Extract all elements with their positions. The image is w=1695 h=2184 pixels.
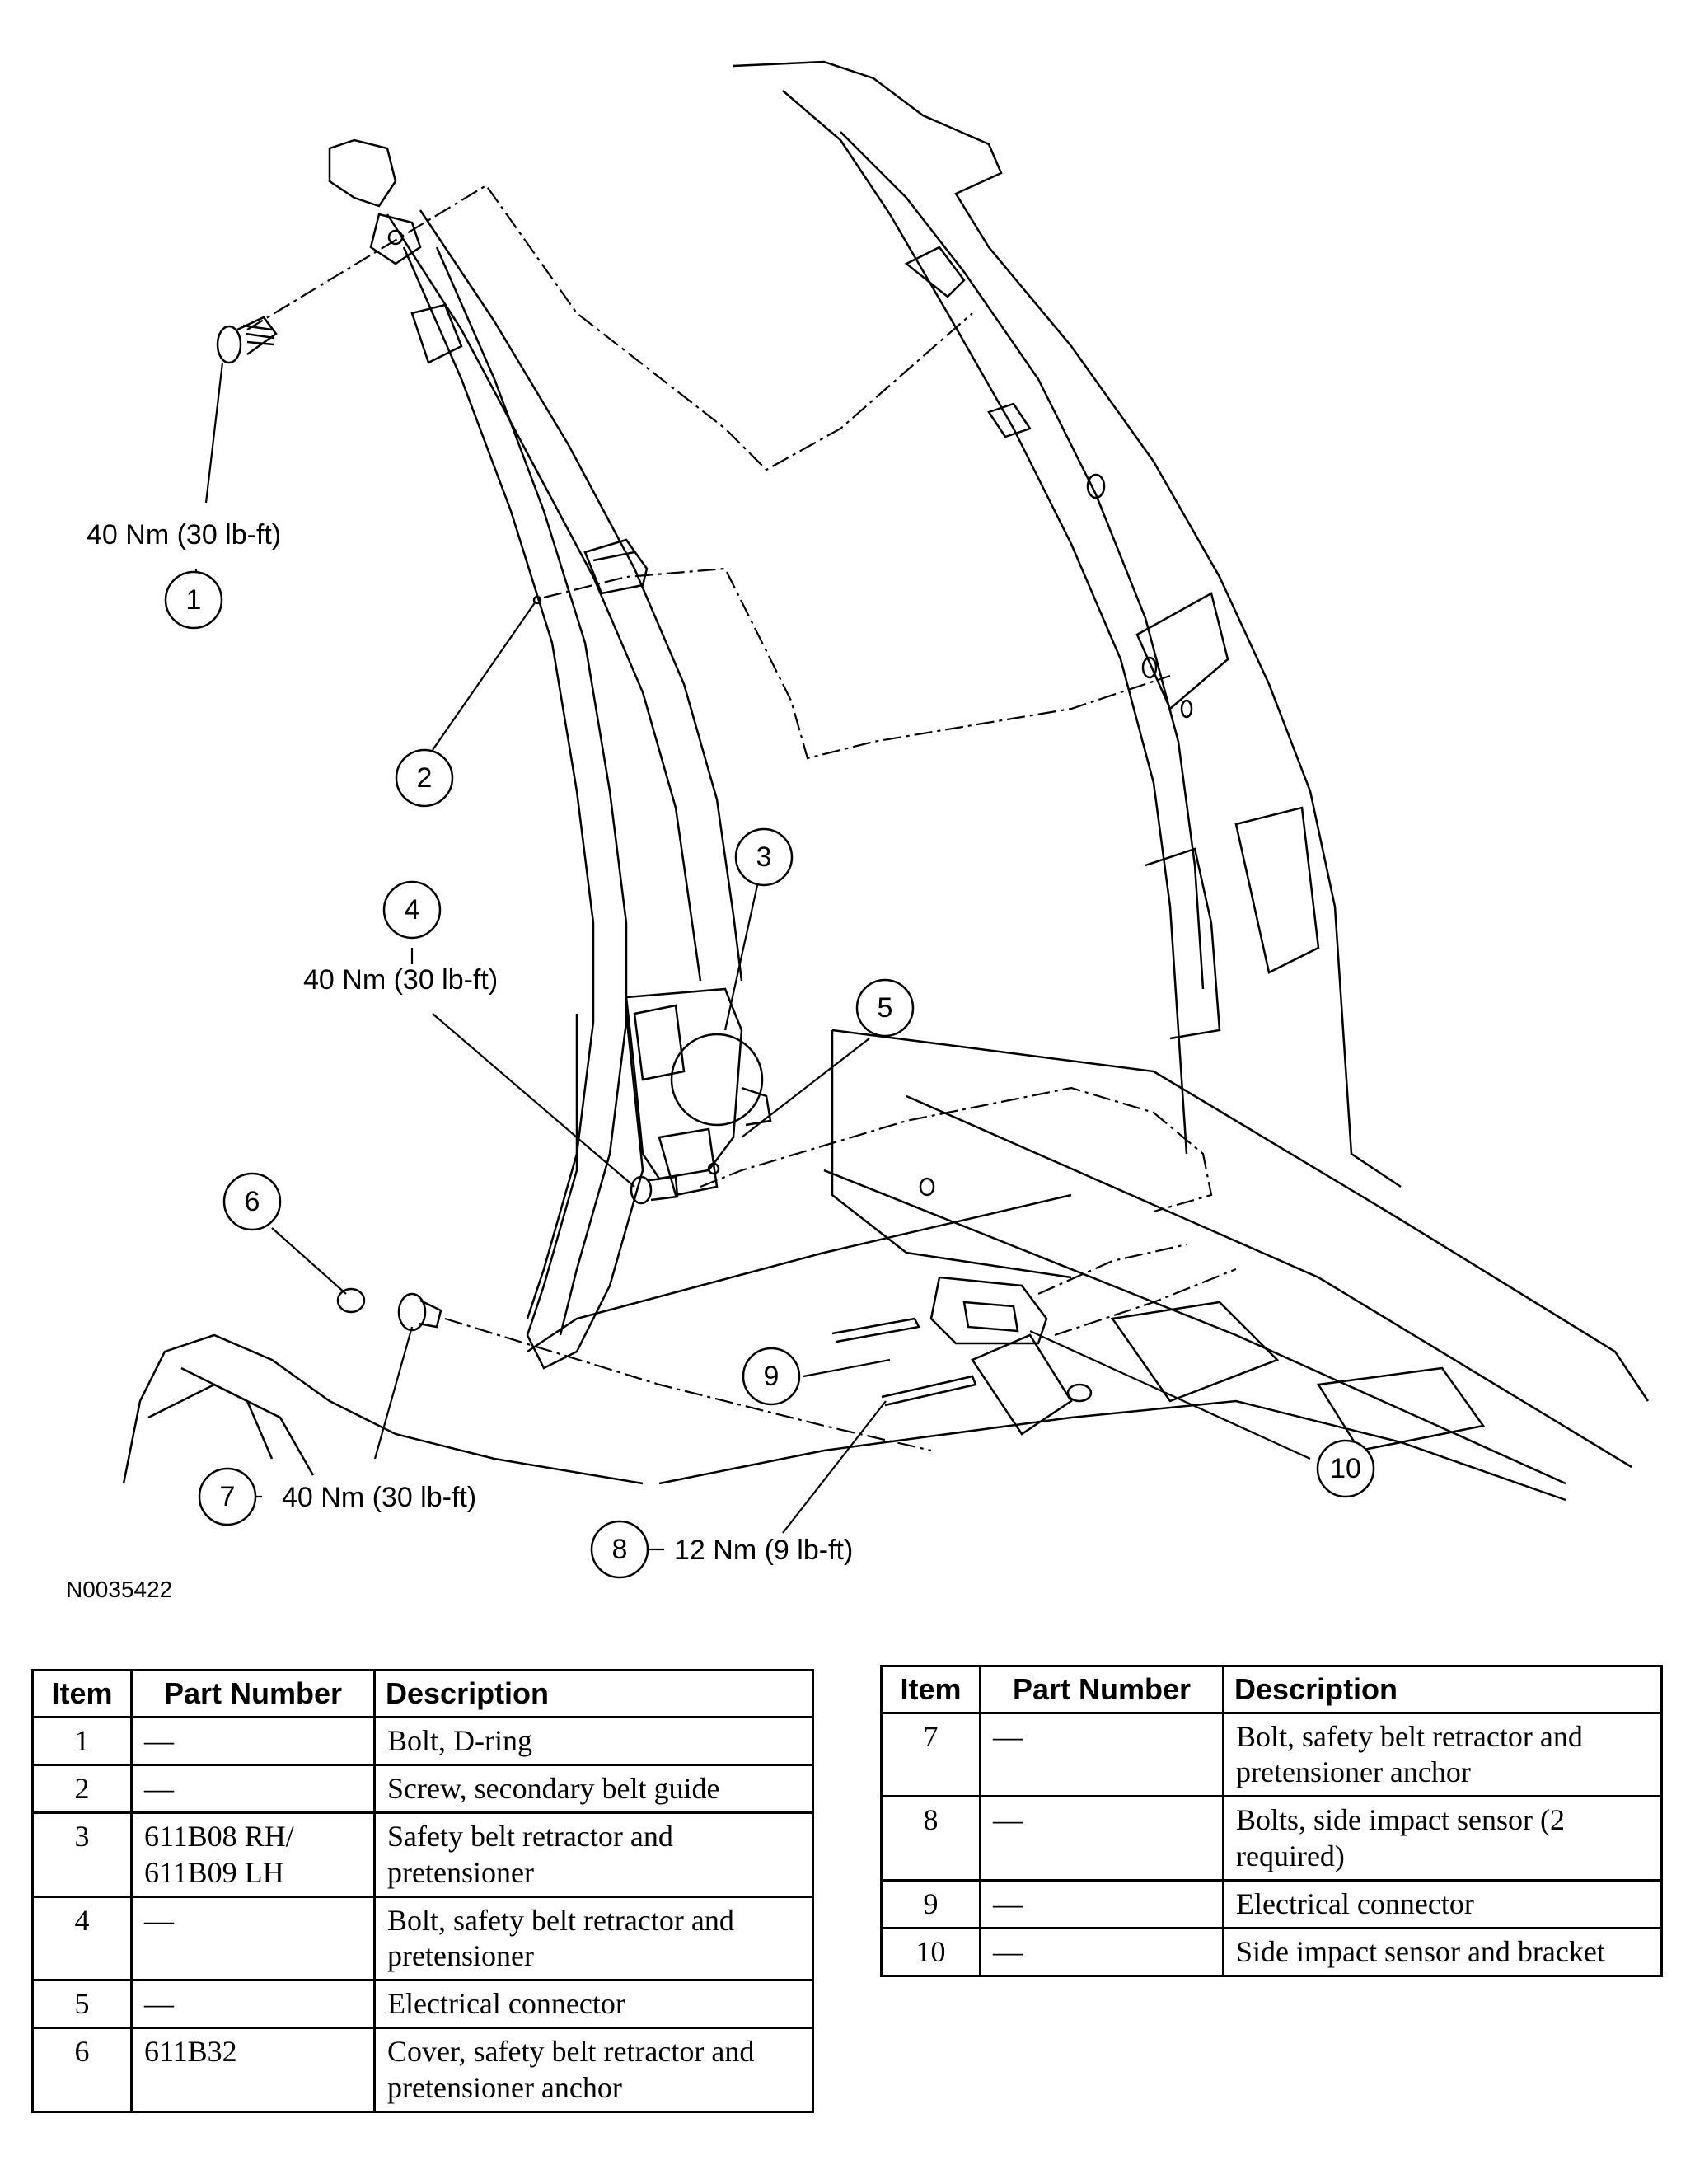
callout-circle-7 (198, 1467, 257, 1526)
description-cell: Cover, safety belt retractor and pretens… (373, 2027, 814, 2113)
part-number-cell: — (979, 1711, 1224, 1798)
d-ring-bolt (216, 316, 278, 364)
callout-number-2: 2 (417, 762, 433, 794)
item-cell: 1 (31, 1715, 133, 1767)
table-row: 2 — Screw, secondary belt guide (31, 1764, 814, 1815)
table-row: 8 — Bolts, side impact sensor (2 require… (880, 1795, 1663, 1882)
item-cell: 8 (880, 1795, 981, 1882)
part-number-cell: — (979, 1795, 1224, 1882)
header-part-number: Part Number (130, 1669, 376, 1718)
header-description: Description (1222, 1665, 1663, 1714)
callout-number-9: 9 (764, 1361, 780, 1392)
callout-number-10: 10 (1330, 1453, 1361, 1484)
description-cell: Electrical connector (1222, 1878, 1663, 1929)
d-ring-anchor (328, 138, 463, 364)
table-row: 9 — Electrical connector (880, 1878, 1663, 1929)
seat-belt-exploded-diagram: 1 2 3 4 5 6 7 8 9 10 40 Nm (30 lb-ft) 40… (66, 60, 1650, 1602)
rocker-sill-floor (658, 1029, 1650, 1502)
part-number-cell: — (130, 1979, 376, 2030)
alignment-lines (246, 184, 1237, 1452)
table-row: 1 — Bolt, D-ring (31, 1715, 814, 1767)
item-cell: 4 (31, 1895, 133, 1982)
callout-number-8: 8 (612, 1534, 628, 1565)
part-number-cell: — (130, 1764, 376, 1815)
torque-label-1: 40 Nm (30 lb-ft) (87, 519, 281, 551)
b-pillar-structure (733, 60, 1402, 1188)
description-cell: Bolt, D-ring (373, 1715, 814, 1767)
torque-label-4: 40 Nm (30 lb-ft) (303, 964, 498, 996)
item-cell: 10 (880, 1926, 981, 1978)
header-description: Description (373, 1669, 814, 1718)
description-cell: Bolts, side impact sensor (2 required) (1222, 1795, 1663, 1882)
item-cell: 3 (31, 1811, 133, 1898)
callout-circle-2 (395, 748, 454, 808)
item-cell: 6 (31, 2027, 133, 2113)
callout-circle-8 (590, 1520, 649, 1579)
description-cell: Safety belt retractor and pretensioner (373, 1811, 814, 1898)
callout-number-6: 6 (245, 1186, 260, 1217)
callout-circle-6 (222, 1172, 282, 1231)
table-row: 7 — Bolt, safety belt retractor and pret… (880, 1711, 1663, 1798)
callout-circle-4 (382, 880, 442, 940)
item-cell: 9 (880, 1878, 981, 1929)
callout-circle-9 (742, 1347, 801, 1406)
torque-label-8: 12 Nm (9 lb-ft) (674, 1535, 853, 1566)
callout-number-3: 3 (756, 841, 772, 873)
callout-number-4: 4 (405, 894, 420, 926)
part-number-cell: — (979, 1878, 1224, 1929)
callout-circle-3 (734, 827, 794, 887)
parts-table-left: Item Part Number Description 1 — Bolt, D… (31, 1669, 814, 2113)
torque-label-7: 40 Nm (30 lb-ft) (282, 1482, 476, 1513)
header-item: Item (880, 1665, 981, 1714)
item-cell: 2 (31, 1764, 133, 1815)
anchor-cover (336, 1287, 366, 1314)
part-number-cell: — (130, 1715, 376, 1767)
part-number-cell: 611B32 (130, 2027, 376, 2113)
callout-circle-10 (1316, 1439, 1375, 1498)
callout-number-7: 7 (220, 1481, 236, 1512)
table-row: 5 — Electrical connector (31, 1979, 814, 2030)
part-number-cell: 611B08 RH/ 611B09 LH (130, 1811, 376, 1898)
table-header-row: Item Part Number Description (31, 1669, 814, 1718)
side-impact-sensor (831, 1276, 1048, 1407)
seat-belt-webbing (386, 209, 1072, 1370)
retractor-bolt (630, 1175, 679, 1205)
part-number-cell: — (979, 1926, 1224, 1978)
callout-circle-5 (855, 978, 915, 1038)
part-number-cell: — (130, 1895, 376, 1982)
description-cell: Bolt, safety belt retractor and pretensi… (1222, 1711, 1663, 1798)
description-cell: Electrical connector (373, 1979, 814, 2030)
header-part-number: Part Number (979, 1665, 1224, 1714)
callout-number-5: 5 (878, 992, 893, 1024)
table-row: 10 — Side impact sensor and bracket (880, 1926, 1663, 1978)
item-cell: 5 (31, 1979, 133, 2030)
header-item: Item (31, 1669, 133, 1718)
description-cell: Screw, secondary belt guide (373, 1764, 814, 1815)
callout-circles (164, 570, 1375, 1579)
leader-lines (194, 362, 1311, 1551)
table-header-row: Item Part Number Description (880, 1665, 1663, 1714)
secondary-belt-guide (532, 538, 649, 605)
anchor-bolt (397, 1292, 442, 1332)
callout-circle-1 (164, 570, 223, 630)
item-cell: 7 (880, 1711, 981, 1798)
table-row: 3 611B08 RH/ 611B09 LH Safety belt retra… (31, 1811, 814, 1898)
figure-reference: N0035422 (66, 1577, 172, 1602)
table-row: 4 — Bolt, safety belt retractor and pret… (31, 1895, 814, 1982)
description-cell: Bolt, safety belt retractor and pretensi… (373, 1895, 814, 1982)
parts-table-right: Item Part Number Description 7 — Bolt, s… (880, 1665, 1663, 1978)
callout-number-1: 1 (186, 584, 202, 616)
retractor-pretensioner (625, 987, 772, 1197)
seat-cushion-outline (122, 1333, 644, 1485)
table-row: 6 611B32 Cover, safety belt retractor an… (31, 2027, 814, 2113)
description-cell: Side impact sensor and bracket (1222, 1926, 1663, 1978)
